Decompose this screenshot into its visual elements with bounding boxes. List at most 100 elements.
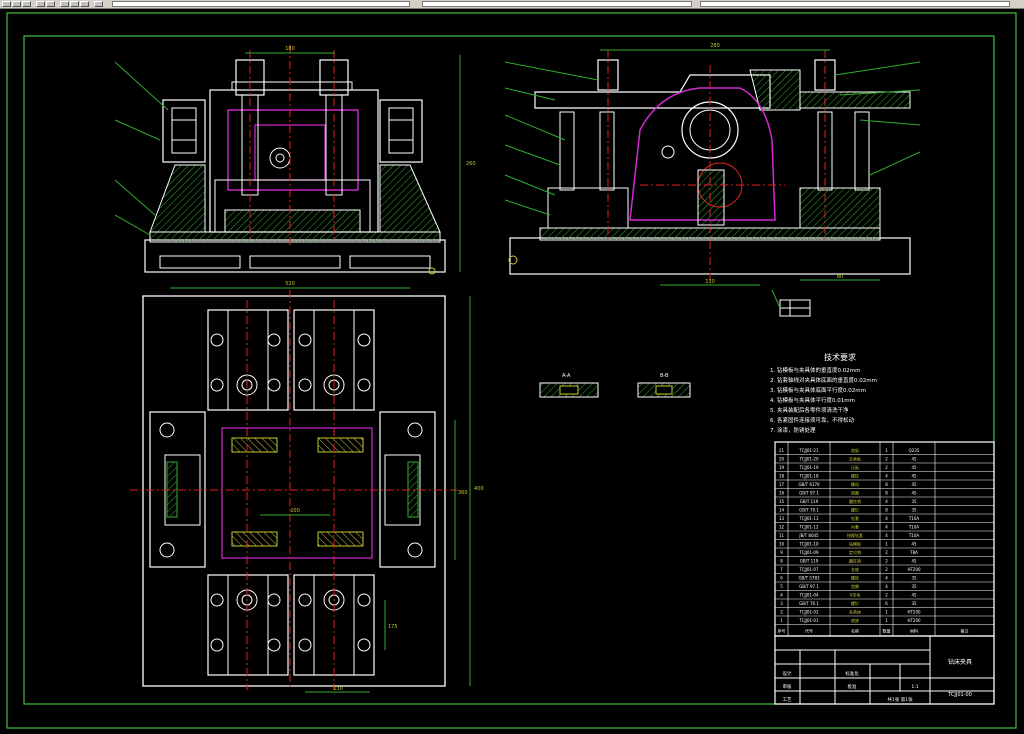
parts-cell: 6 [885, 601, 888, 606]
parts-cell: 8 [885, 508, 888, 513]
designer-label: 设计 [783, 670, 792, 677]
parts-cell: 35 [911, 601, 917, 606]
parts-cell: GB/T 70.1 [799, 508, 819, 513]
tech-note: 6. 各紧固件连接须可靠，不得松动 [770, 416, 854, 424]
parts-cell: 8 [885, 482, 888, 487]
parts-cell: 16 [779, 491, 785, 496]
section-details: A-A B-B [539, 373, 691, 398]
parts-cell: 45 [911, 491, 917, 496]
parts-cell: V形块 [850, 592, 861, 598]
preview-icon[interactable] [46, 1, 55, 7]
parts-cell: 4 [885, 474, 888, 479]
parts-cell: 8 [885, 491, 888, 496]
parts-cell: 螺柱 [851, 473, 859, 479]
technical-requirements: 技术要求 1. 钻模板与夹具体的垂直度0.02mm 2. 钻套轴线对夹具体底面的… [770, 352, 877, 434]
parts-cell: 螺钉 [851, 507, 859, 513]
scale-value: 1:1 [911, 684, 918, 690]
front-view: 180 260 [114, 45, 476, 275]
parts-cell: 1 [885, 610, 888, 615]
parts-cell: 螺钉 [851, 600, 859, 606]
parts-cell: 18 [779, 474, 785, 479]
parts-cell: TCJJ01-13 [799, 516, 819, 521]
title-block: 钻床夹具 TCJJ01-00 设计 审核 工艺 标准化 批准 1:1 共1张 第… [774, 635, 995, 705]
parts-cell: 45 [911, 542, 917, 547]
parts-cell: TCJJ01-19 [799, 465, 819, 470]
approve-label: 批准 [848, 683, 857, 690]
parts-cell: 45 [911, 457, 917, 462]
parts-cell: T8A [909, 550, 918, 555]
parts-header-cell: 序号 [778, 628, 786, 634]
style-combo[interactable] [422, 1, 692, 7]
parts-cell: 35 [911, 576, 917, 581]
parts-cell: HT200 [907, 567, 921, 572]
cad-toolbar [0, 0, 1024, 9]
sheet-outer-border [6, 12, 1017, 729]
copy-icon[interactable] [70, 1, 79, 7]
parts-cell: 7 [780, 567, 783, 572]
parts-cell: 支承板 [849, 456, 861, 462]
parts-cell: T10A [908, 533, 920, 538]
parts-cell: 45 [911, 559, 917, 564]
parts-cell: 钻套 [851, 515, 859, 521]
cut-icon[interactable] [60, 1, 69, 7]
parts-cell: GB/T 70.1 [799, 601, 819, 606]
parts-cell: GB/T 119 [800, 499, 819, 504]
section-b-label: B-B [660, 373, 669, 379]
side-top-dim: 280 [710, 43, 720, 49]
parts-cell: GB/T 97.1 [799, 584, 819, 589]
parts-header-cell: 数量 [883, 628, 891, 634]
parts-cell: 45 [911, 482, 917, 487]
parts-cell: 圆柱销 [849, 558, 861, 564]
open-icon[interactable] [12, 1, 21, 7]
sheet-inner-border [23, 35, 995, 705]
drawing-name: 钻床夹具 [948, 658, 972, 666]
print-icon[interactable] [36, 1, 45, 7]
parts-cell: 4 [780, 593, 783, 598]
plan-right-dim: 175 [388, 624, 398, 630]
save-icon[interactable] [22, 1, 31, 7]
new-icon[interactable] [2, 1, 11, 7]
drawing-canvas[interactable]: 180 260 [0, 9, 1024, 730]
parts-cell: 19 [779, 465, 785, 470]
parts-cell: 4 [885, 516, 888, 521]
parts-cell: 2 [885, 465, 888, 470]
parts-cell: 15 [779, 499, 785, 504]
tech-note: 2. 钻套轴线对夹具体底面的垂直度0.02mm [770, 376, 877, 384]
std-label: 标准化 [845, 670, 859, 677]
parts-cell: 1 [780, 618, 783, 623]
side-bottom-dim: 130 [705, 279, 715, 285]
parts-cell: 2 [885, 550, 888, 555]
parts-cell: TCJJ01-20 [799, 457, 819, 462]
front-side-dim: 260 [466, 161, 476, 167]
drawing-code: TCJJ01-00 [947, 692, 972, 698]
parts-header-cell: 名称 [851, 628, 859, 634]
parts-cell: 20 [779, 457, 785, 462]
parts-cell: 4 [885, 576, 888, 581]
parts-cell: 圆柱销 [849, 498, 861, 504]
parts-cell: 衬套 [851, 524, 859, 530]
parts-cell: 螺母 [851, 481, 859, 487]
parts-cell: 螺栓 [851, 575, 859, 581]
parts-cell: 45 [911, 474, 917, 479]
parts-cell: 快换钻套 [847, 532, 863, 538]
parts-cell: TCJJ01-02 [799, 610, 819, 615]
parts-cell: 压板 [851, 464, 859, 470]
parts-cell: 35 [911, 499, 917, 504]
undo-icon[interactable] [94, 1, 103, 7]
linetype-combo[interactable] [700, 1, 1010, 7]
layer-combo[interactable] [112, 1, 410, 7]
parts-cell: 夹具体 [849, 609, 861, 615]
parts-cell: HT200 [907, 610, 921, 615]
parts-cell: TCJJ01-09 [799, 550, 819, 555]
parts-cell: 底座 [851, 617, 859, 623]
tech-note: 7. 涂漆，防锈处理 [770, 426, 816, 434]
parts-cell: TCJJ01-10 [799, 542, 819, 547]
parts-cell: 2 [885, 593, 888, 598]
parts-cell: GB/T 6170 [798, 482, 820, 487]
front-top-dim: 180 [285, 46, 295, 52]
paste-icon[interactable] [80, 1, 89, 7]
section-a-label: A-A [562, 373, 571, 379]
parts-cell: T10A [908, 516, 920, 521]
parts-cell: JB/T 8045 [798, 533, 819, 538]
